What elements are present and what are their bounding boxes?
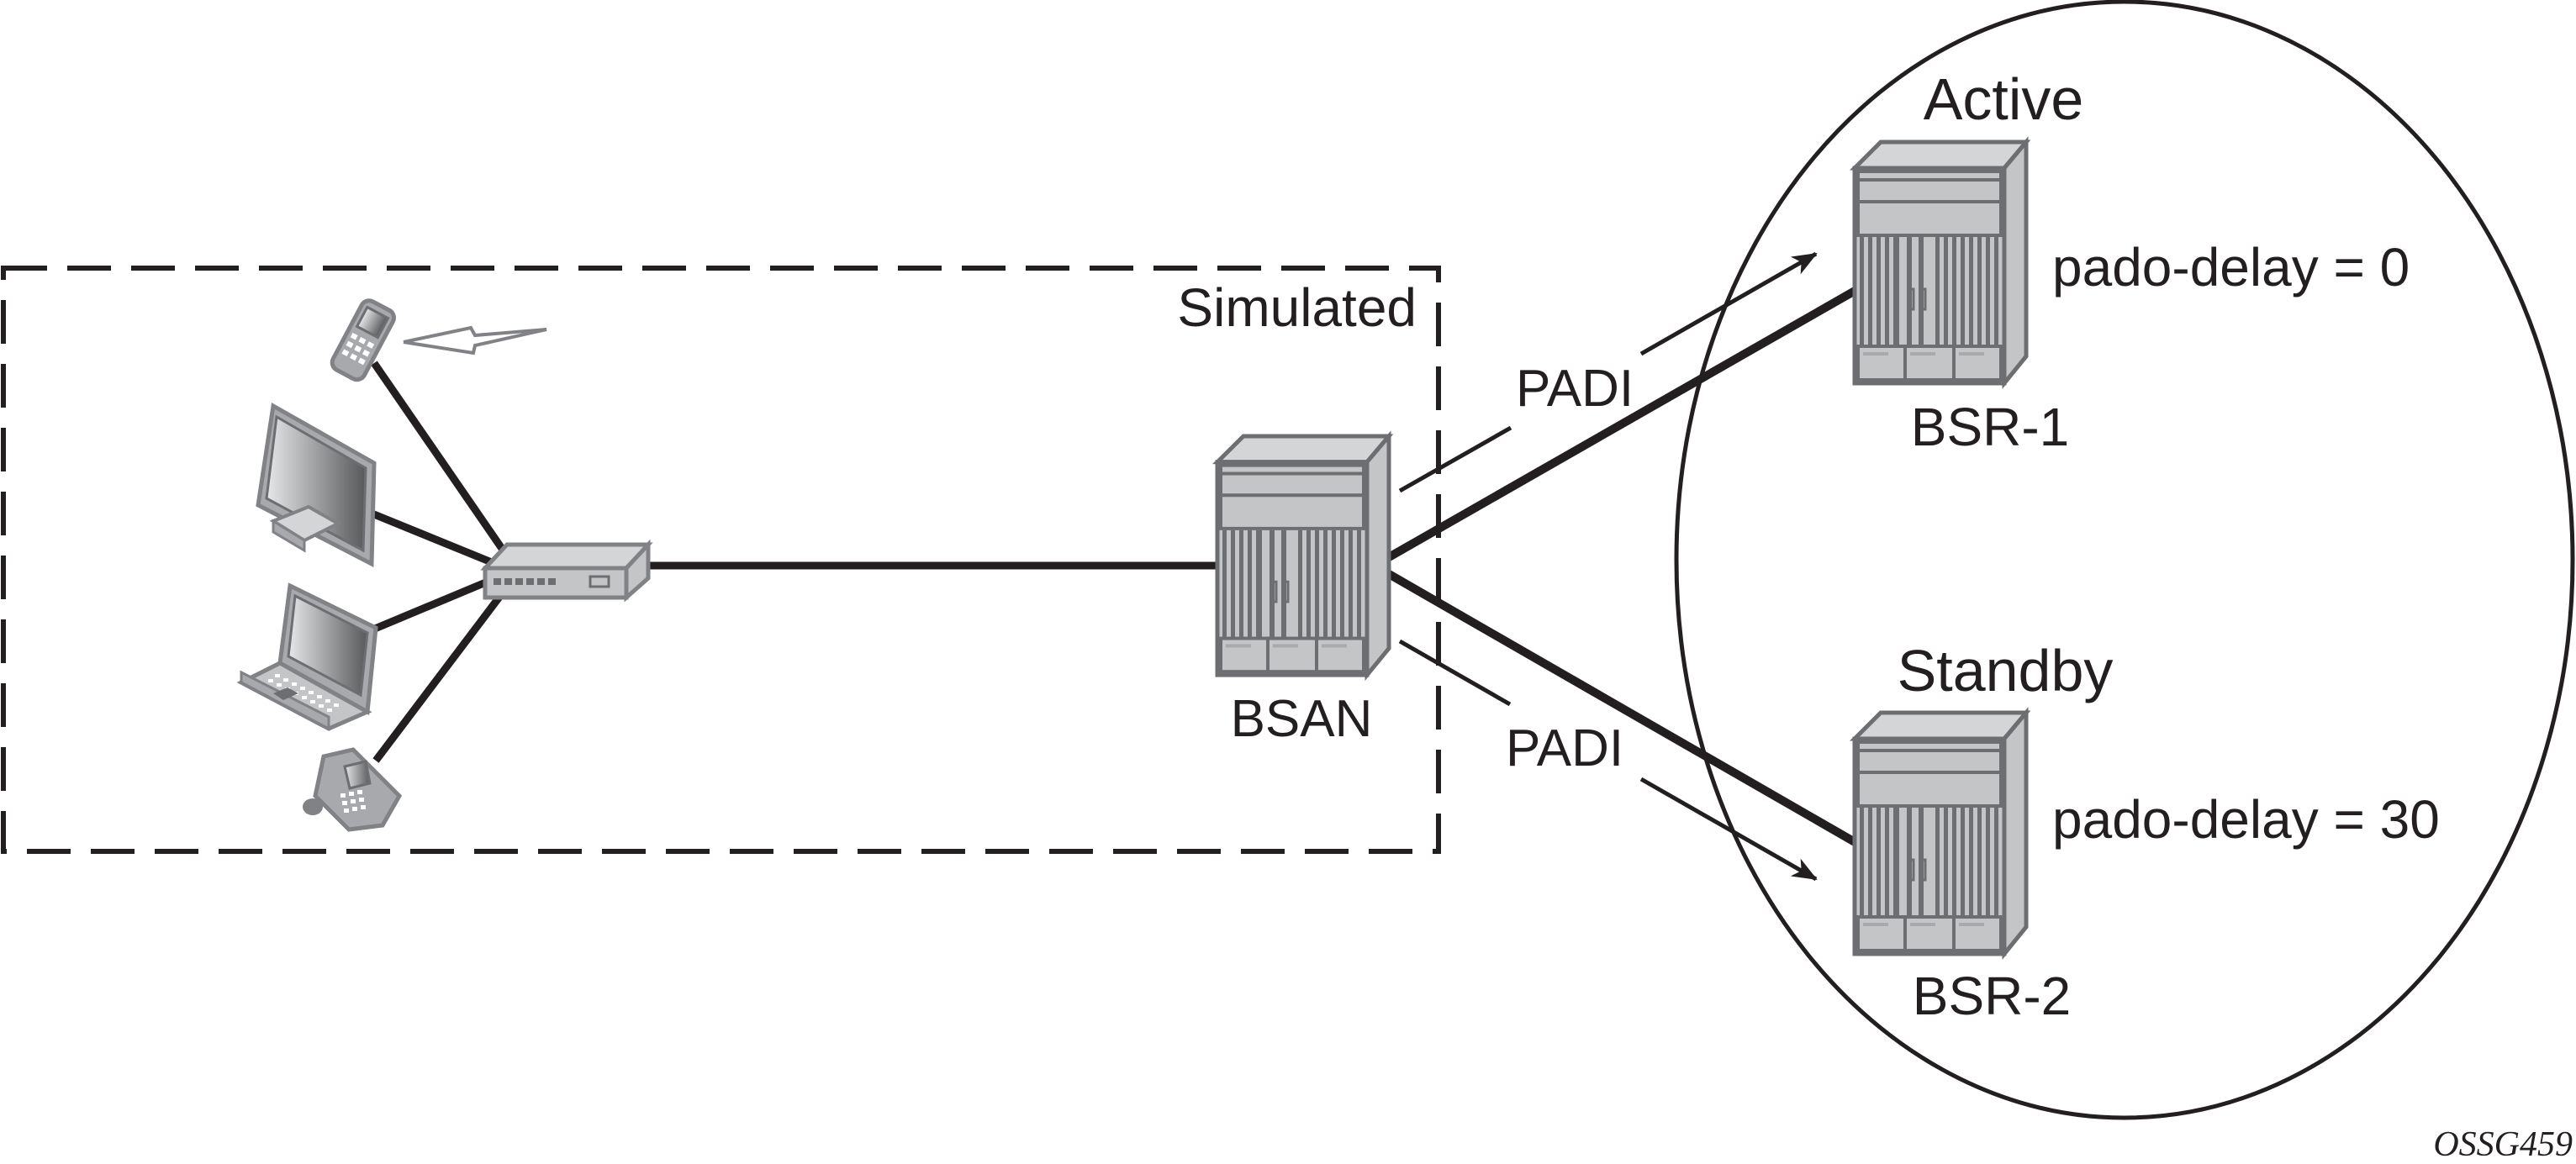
wireless-signal-icon <box>403 325 547 356</box>
desk-phone-icon <box>303 747 403 832</box>
desktop-monitor-icon <box>256 403 377 568</box>
bsan-label: BSAN <box>1231 690 1373 748</box>
access-links <box>368 361 509 763</box>
redundancy-group-ellipse <box>1674 0 2575 1120</box>
padi-arrow-lower <box>1398 639 1818 882</box>
bsr2-chassis-icon <box>1855 713 2026 954</box>
bsr2-label: BSR-2 <box>1913 966 2072 1026</box>
ethernet-switch-icon <box>480 539 653 603</box>
laptop-icon <box>236 582 378 731</box>
link-bsan-bsr1 <box>1386 286 1859 561</box>
figure-id: OSSG459 <box>2433 1125 2573 1164</box>
bsan-chassis-icon <box>1217 436 1389 675</box>
bsr2-role-label: Standby <box>1898 638 2114 703</box>
bsr1-chassis-icon <box>1855 142 2026 383</box>
link-mobile-switch <box>371 361 509 557</box>
simulated-region-label: Simulated <box>1177 277 1417 338</box>
padi-arrow-upper <box>1398 251 1818 493</box>
padi-label-upper: PADI <box>1516 360 1634 418</box>
simulated-region-boundary <box>1 266 1441 854</box>
link-deskphone-switch <box>372 590 506 763</box>
link-laptop-switch <box>373 577 489 633</box>
link-monitor-switch <box>368 508 499 569</box>
bsr2-pado-delay-setting: pado-delay = 30 <box>2052 789 2440 850</box>
bsr1-pado-delay-setting: pado-delay = 0 <box>2052 237 2410 298</box>
mobile-phone-icon <box>330 298 396 382</box>
bsr1-label: BSR-1 <box>1911 397 2070 457</box>
bsr1-role-label: Active <box>1924 66 2084 132</box>
link-bsan-bsr2 <box>1386 570 1859 847</box>
padi-label-lower: PADI <box>1506 719 1623 777</box>
